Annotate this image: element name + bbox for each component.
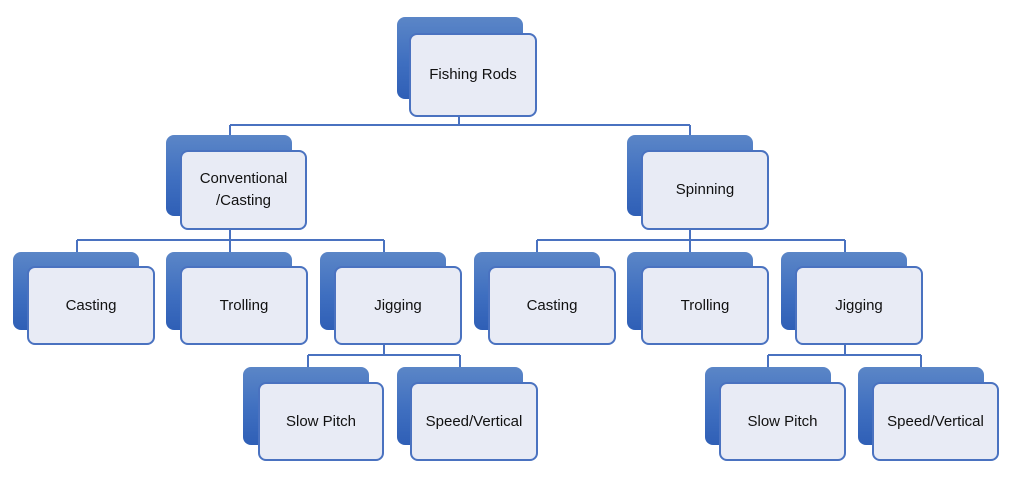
node-front: Jigging <box>795 266 923 345</box>
node-label: Spinning <box>675 181 735 198</box>
node-front: Conventional /Casting <box>180 150 307 230</box>
connector-jigging-left <box>307 343 461 380</box>
node-label: Speed/Vertical <box>425 412 523 430</box>
node-front: Fishing Rods <box>409 33 537 117</box>
node-front: Spinning <box>641 150 769 230</box>
node-front: Trolling <box>641 266 769 345</box>
node-label: Slow Pitch <box>285 412 357 430</box>
node-label: Trolling <box>219 296 269 314</box>
node-front: Jigging <box>334 266 462 345</box>
connector-jigging-right <box>767 343 922 380</box>
node-label: Conventional /Casting <box>199 170 288 209</box>
node-front: Slow Pitch <box>258 382 384 461</box>
node-label: Speed/Vertical <box>887 412 984 430</box>
node-front: Speed/Vertical <box>872 382 999 461</box>
node-label: Casting <box>526 296 578 314</box>
connector-root <box>229 110 691 147</box>
node-label: Casting <box>65 296 117 314</box>
node-label: Fishing Rods <box>429 66 517 83</box>
node-front: Trolling <box>180 266 308 345</box>
node-front: Speed/Vertical <box>410 382 538 461</box>
node-label: Trolling <box>680 296 730 314</box>
node-label: Slow Pitch <box>747 412 818 430</box>
node-front: Slow Pitch <box>719 382 846 461</box>
node-label: Jigging <box>374 296 422 314</box>
node-front: Casting <box>27 266 155 345</box>
node-front: Casting <box>488 266 616 345</box>
node-label: Jigging <box>835 296 883 314</box>
